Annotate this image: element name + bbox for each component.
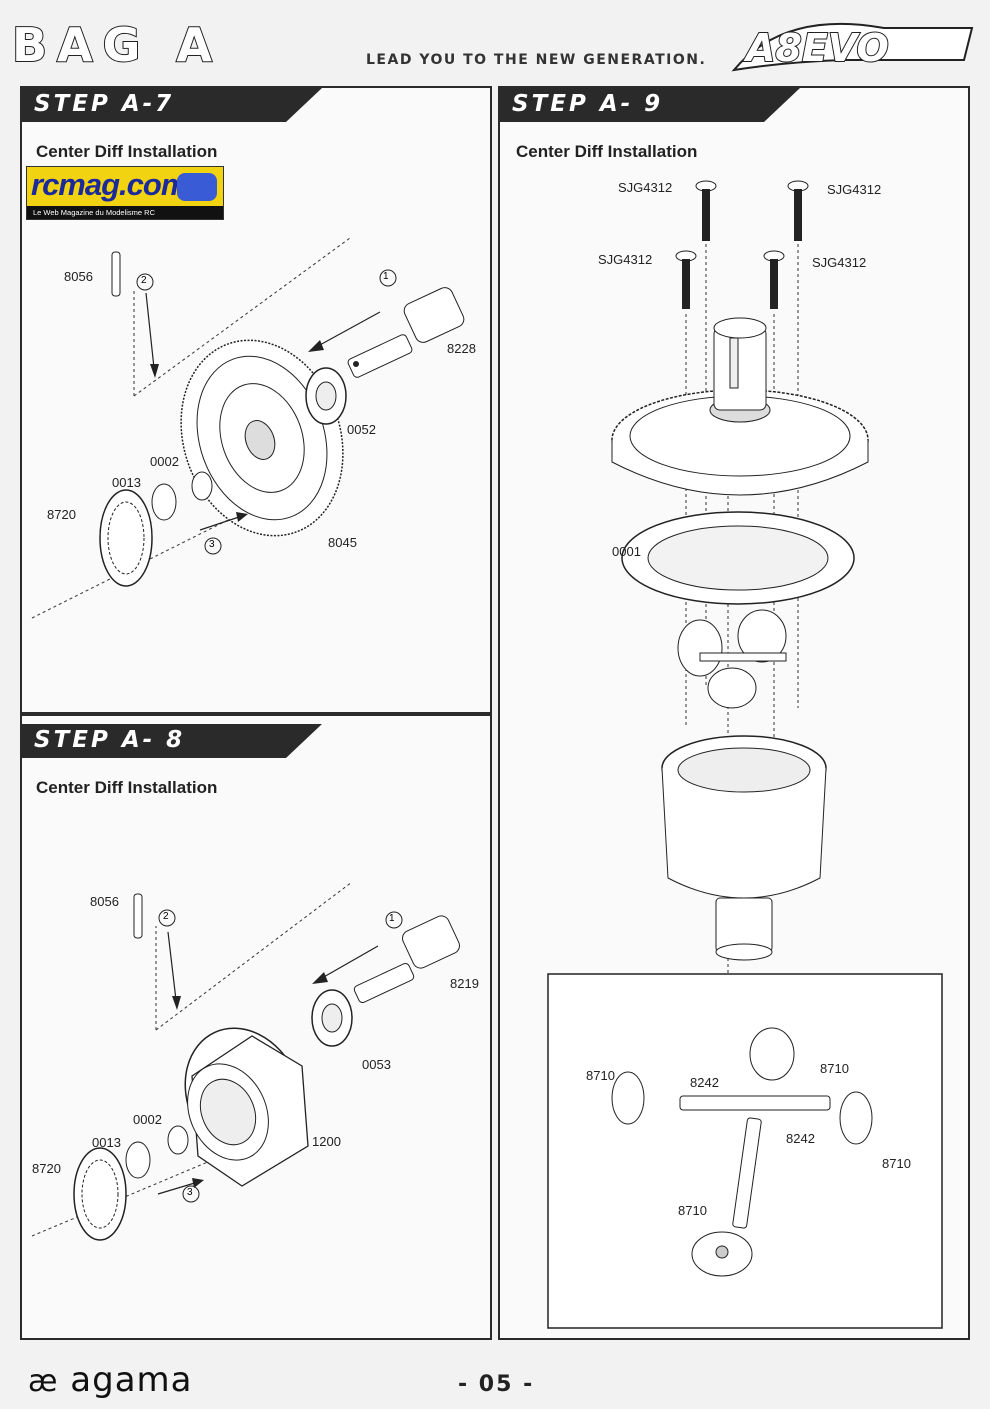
a8-label-0053: 0053 bbox=[362, 1057, 391, 1072]
a8-diff-case-1200 bbox=[184, 1027, 309, 1187]
a7-label-8056: 8056 bbox=[64, 269, 93, 284]
step-a8-label: STEP A- 8 bbox=[34, 727, 186, 753]
a7-label-8045: 8045 bbox=[328, 535, 357, 550]
a7-marker-1 bbox=[379, 269, 397, 287]
a8-label-8056: 8056 bbox=[90, 894, 119, 909]
a9-screw-2 bbox=[787, 180, 809, 241]
step-a8-diagram bbox=[31, 881, 460, 1241]
a7-washer-0013 bbox=[151, 483, 177, 521]
a9-label-0001: 0001 bbox=[612, 544, 641, 559]
logo-swoosh-icon bbox=[731, 22, 974, 72]
a7-washer-0002 bbox=[191, 471, 213, 501]
step-a9-subtitle: Center Diff Installation bbox=[516, 142, 698, 161]
a8-marker-2-text: 2 bbox=[163, 911, 169, 922]
a9-inset-label-8710-c: 8710 bbox=[882, 1156, 911, 1171]
model-logo: A8EVO bbox=[724, 20, 974, 78]
step-a7-label: STEP A-7 bbox=[34, 91, 175, 117]
a7-label-8228: 8228 bbox=[447, 341, 476, 356]
rcmag-watermark[interactable]: rcmag.com Le Web Magazine du Modelisme R… bbox=[26, 166, 224, 220]
page-number: - 05 - bbox=[458, 1372, 535, 1397]
a9-inset-label-8710-b: 8710 bbox=[820, 1061, 849, 1076]
a9-screw-4 bbox=[763, 250, 785, 309]
step-a8-bar bbox=[22, 724, 322, 758]
a9-gear-cluster bbox=[677, 609, 787, 709]
model-logo-text: A8EVO bbox=[745, 25, 890, 71]
a9-screw-1 bbox=[695, 180, 717, 241]
a9-inset-diagram bbox=[611, 1027, 873, 1277]
a8-marker-3-text: 3 bbox=[187, 1187, 193, 1198]
a9-inset-label-8242-a: 8242 bbox=[690, 1075, 719, 1090]
a7-pin-8056 bbox=[111, 251, 121, 297]
step-a8-panel: STEP A- 8 Center Diff Installation bbox=[20, 714, 492, 1340]
a7-bevel-gear-8720 bbox=[99, 489, 153, 587]
agama-logo-icon: æ bbox=[28, 1364, 59, 1399]
tagline: LEAD YOU TO THE NEW GENERATION. bbox=[366, 52, 707, 68]
a7-label-0002: 0002 bbox=[150, 454, 179, 469]
a7-marker-3 bbox=[204, 537, 222, 555]
a9-spur-gear bbox=[611, 317, 869, 496]
a9-diff-case bbox=[661, 735, 827, 961]
a7-marker-2 bbox=[136, 273, 154, 291]
step-a7-panel: STEP A-7 Center Diff Installation bbox=[20, 86, 492, 714]
a8-pin-8056 bbox=[133, 893, 143, 939]
a8-label-1200: 1200 bbox=[312, 1134, 341, 1149]
a7-label-8720: 8720 bbox=[47, 507, 76, 522]
a9-inset-label-8710-d: 8710 bbox=[678, 1203, 707, 1218]
a8-marker-1-text: 1 bbox=[389, 913, 395, 924]
a9-label-screw-1: SJG4312 bbox=[618, 180, 673, 195]
rcmag-site-text: rcmag.com bbox=[31, 167, 188, 202]
a8-label-8720: 8720 bbox=[32, 1161, 61, 1176]
bag-title: BAG A bbox=[11, 17, 223, 73]
a7-spur-gear-8045 bbox=[180, 339, 344, 537]
a9-label-screw-2: SJG4312 bbox=[827, 182, 882, 197]
step-a7-diagram bbox=[31, 237, 465, 619]
rc-car-icon bbox=[177, 173, 217, 201]
step-a9-diagram bbox=[547, 180, 943, 1329]
agama-brand-text: agama bbox=[70, 1360, 193, 1400]
a7-marker-3-text: 3 bbox=[209, 539, 215, 550]
a7-dash-top bbox=[133, 237, 351, 397]
rcmag-subtitle: Le Web Magazine du Modelisme RC bbox=[27, 206, 223, 219]
step-a8-subtitle: Center Diff Installation bbox=[36, 778, 218, 797]
a9-label-screw-4: SJG4312 bbox=[812, 255, 867, 270]
a9-gasket-0001 bbox=[621, 511, 855, 605]
step-a7-subtitle: Center Diff Installation bbox=[36, 142, 218, 161]
a7-marker-1-text: 1 bbox=[383, 271, 389, 282]
a7-outdrive-8228 bbox=[347, 287, 465, 378]
agama-brand: æ agama bbox=[28, 1360, 193, 1400]
a8-label-8219: 8219 bbox=[450, 976, 479, 991]
a9-inset-label-8710-a: 8710 bbox=[586, 1068, 615, 1083]
a8-outdrive-8219 bbox=[353, 915, 460, 1004]
step-a7-bar bbox=[22, 88, 322, 122]
a9-label-screw-3: SJG4312 bbox=[598, 252, 653, 267]
step-a9-label: STEP A- 9 bbox=[512, 91, 664, 117]
a7-label-0013: 0013 bbox=[112, 475, 141, 490]
a9-inset-label-8242-b: 8242 bbox=[786, 1131, 815, 1146]
a7-marker-2-text: 2 bbox=[141, 275, 147, 286]
step-a9-bar bbox=[500, 88, 800, 122]
step-a9-panel: STEP A- 9 Center Diff Installation bbox=[498, 86, 970, 1340]
a8-label-0013: 0013 bbox=[92, 1135, 121, 1150]
a8-label-0002: 0002 bbox=[133, 1112, 162, 1127]
a7-label-0052: 0052 bbox=[347, 422, 376, 437]
a9-screw-3 bbox=[675, 250, 697, 309]
